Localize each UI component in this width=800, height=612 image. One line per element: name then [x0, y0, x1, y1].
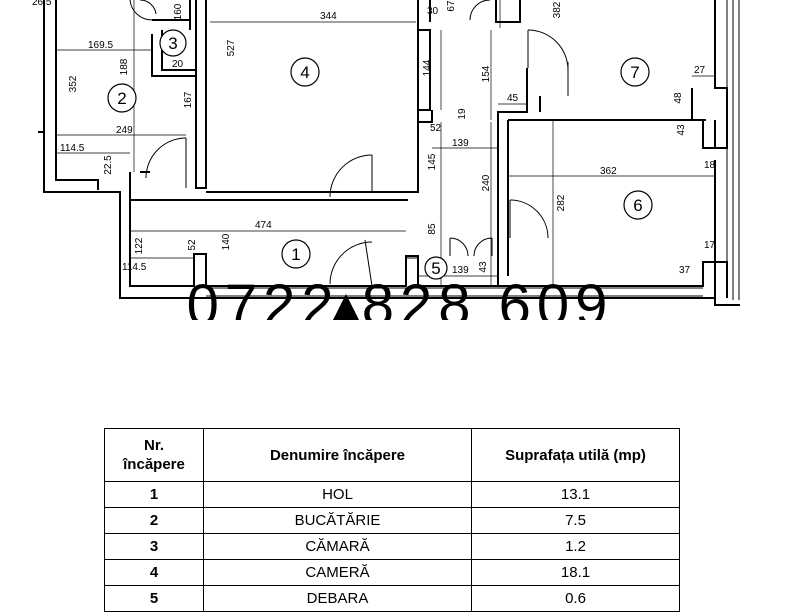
row-name: CAMERĂ — [203, 559, 472, 586]
room-marker-circle — [290, 57, 320, 87]
walls — [38, 0, 740, 306]
room-marker: 7 — [630, 63, 639, 82]
dimension-label: 145 — [427, 153, 438, 170]
dimension-label: 52 — [187, 239, 198, 251]
header-name: Denumire încăpere — [203, 428, 472, 482]
dimension-label: 85 — [427, 223, 438, 235]
table-row: 3 CĂMARĂ 1.2 — [104, 533, 680, 560]
dimension-label: 17 — [704, 240, 716, 251]
room-marker-circle — [623, 190, 653, 220]
room-marker: 5 — [431, 259, 440, 278]
floor-plan: 0722 828 609 — [32, 0, 740, 320]
dimension-label: 139 — [452, 138, 469, 149]
dimension-label: 43 — [478, 261, 489, 273]
header-nr: Nr. încăpere — [104, 428, 204, 482]
row-nr: 3 — [104, 533, 204, 560]
dimension-label: 154 — [481, 65, 492, 82]
dimension-label: 22.5 — [103, 155, 114, 175]
row-area: 7.5 — [471, 507, 680, 534]
table-header-row: Nr. încăpere Denumire încăpere Suprafața… — [104, 428, 680, 482]
dimension-label: 474 — [255, 220, 272, 231]
dimension-label: 122 — [134, 237, 145, 254]
row-area: 13.1 — [471, 481, 680, 508]
dimension-label: 27 — [694, 65, 706, 76]
dimension-label: 37 — [679, 265, 691, 276]
row-name: BUCĂTĂRIE — [203, 507, 472, 534]
room-marker-circle — [424, 256, 448, 280]
room-marker: 2 — [117, 89, 126, 108]
room-markers: 1 2 3 4 5 6 7 — [107, 29, 653, 280]
dimension-label: 352 — [68, 75, 79, 92]
table-row: 5 DEBARA 0.6 — [104, 585, 680, 612]
thin-lines — [129, 0, 740, 300]
dimension-label: 114.5 — [60, 143, 85, 154]
room-marker-circle — [159, 29, 187, 57]
table-row: 1 HOL 13.1 — [104, 481, 680, 508]
dimension-label: 160 — [173, 3, 184, 20]
rooms-table: Nr. încăpere Denumire încăpere Suprafața… — [104, 428, 680, 612]
dimension-label: 144 — [422, 59, 433, 76]
dimension-label: 169.5 — [88, 40, 113, 51]
dimension-lines — [56, 0, 715, 286]
row-area: 1.2 — [471, 533, 680, 560]
dimension-label: 45 — [507, 93, 519, 104]
dimension-label: 249 — [116, 125, 133, 136]
dimension-label: 240 — [481, 174, 492, 191]
row-name: HOL — [203, 481, 472, 508]
dimension-label: 382 — [552, 1, 563, 18]
table-row: 4 CAMERĂ 18.1 — [104, 559, 680, 586]
entrance-arrow-icon — [333, 294, 359, 320]
dimension-label: 167 — [183, 91, 194, 108]
header-nr-line2: încăpere — [123, 456, 185, 473]
row-name: CĂMARĂ — [203, 533, 472, 560]
row-area: 0.6 — [471, 585, 680, 612]
dimension-label: 527 — [226, 39, 237, 56]
room-marker-circle — [620, 57, 650, 87]
dimension-label: 344 — [320, 11, 337, 22]
row-nr: 4 — [104, 559, 204, 586]
row-nr: 5 — [104, 585, 204, 612]
room-marker: 6 — [633, 196, 642, 215]
dimension-label: 362 — [600, 166, 617, 177]
dimension-label: 188 — [119, 58, 130, 75]
dimension-label: 140 — [221, 233, 232, 250]
dimension-label: 30 — [427, 6, 439, 17]
row-nr: 1 — [104, 481, 204, 508]
table-row: 2 BUCĂTĂRIE 7.5 — [104, 507, 680, 534]
row-name: DEBARA — [203, 585, 472, 612]
header-area: Suprafața utilă (mp) — [471, 428, 680, 482]
dimension-label: 43 — [676, 124, 687, 136]
dimension-label: 19 — [457, 108, 468, 120]
room-marker: 1 — [291, 245, 300, 264]
doors — [129, 0, 569, 285]
dimension-label: 139 — [452, 265, 469, 276]
header-nr-line1: Nr. — [143, 437, 164, 454]
room-marker-circle — [281, 239, 311, 269]
dimension-label: 282 — [556, 194, 567, 211]
dimension-label: 26.5 — [32, 0, 52, 8]
dimension-labels: 26.5 160 67 30 382 344 169.5 188 20 527 … — [32, 0, 716, 276]
room-marker-circle — [107, 83, 137, 113]
row-area: 18.1 — [471, 559, 680, 586]
dimension-label: 67 — [446, 0, 457, 12]
dimension-label: 52 — [430, 123, 442, 134]
dimension-label: 48 — [673, 92, 684, 104]
dimension-label: 20 — [172, 59, 184, 70]
dimension-label: 114.5 — [122, 262, 147, 273]
room-marker: 3 — [168, 34, 177, 53]
row-nr: 2 — [104, 507, 204, 534]
room-marker: 4 — [300, 63, 309, 82]
dimension-label: 18 — [704, 160, 716, 171]
